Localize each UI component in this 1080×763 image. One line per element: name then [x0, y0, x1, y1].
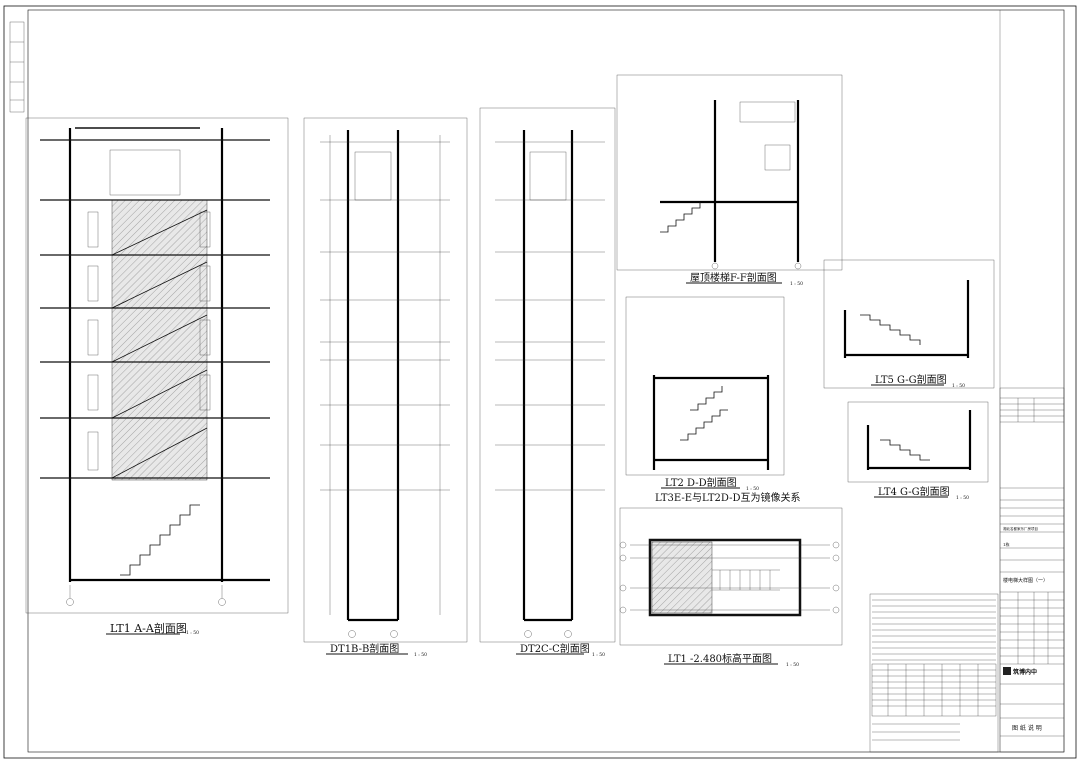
roof-ff-title: 屋顶楼梯F-F剖面图: [690, 271, 777, 284]
left-margin-strip: [9, 21, 25, 113]
title-block: 湘北名都家乐厂房项目 1栋 楼电梯大样图（一） 筑博内中 图 纸 说 明: [999, 387, 1065, 753]
lt5-gg-section: [823, 259, 995, 389]
lt1-stair-flights: [111, 209, 208, 576]
lt1-aa-scale: 1 : 50: [186, 630, 199, 636]
dt1-bb-section: [303, 117, 468, 643]
lt2-dd-section: [625, 296, 785, 476]
lt1-plan: [619, 507, 843, 646]
lt4-gg-scale: 1 : 50: [956, 495, 969, 501]
lt4-gg-section: [847, 401, 989, 483]
company-logo-icon: [1003, 667, 1011, 675]
lt1-doors: [87, 211, 211, 471]
company-logo: 筑博内中: [1012, 668, 1037, 676]
lt1-aa-title: LT1 A-A剖面图: [110, 621, 187, 635]
lt1-floor-lines: [40, 139, 270, 479]
lt1-plan-scale: 1 : 50: [786, 662, 799, 668]
lt2-dd-title: LT2 D-D剖面图: [665, 476, 737, 489]
dt1-bb-title: DT1B-B剖面图: [330, 642, 399, 655]
drawing-title: 楼电梯大样图（一）: [1003, 577, 1048, 584]
lt2-dd-scale: 1 : 50: [746, 486, 759, 492]
dt2-cc-section: [479, 107, 616, 643]
lt5-gg-title: LT5 G-G剖面图: [875, 373, 947, 386]
lt4-gg-title: LT4 G-G剖面图: [878, 485, 950, 498]
dt2-cc-scale: 1 : 50: [592, 652, 605, 658]
notes-table: [869, 593, 999, 753]
lt5-gg-scale: 1 : 50: [952, 383, 965, 389]
lt1-grid-bubbles: [66, 585, 226, 606]
dt1-bb-scale: 1 : 50: [414, 652, 427, 658]
sheet-border: [3, 5, 1077, 759]
project-name: 湘北名都家乐厂房项目: [1003, 526, 1038, 531]
subproject-name: 1栋: [1003, 541, 1010, 547]
stamp-area: 图 纸 说 明: [1012, 724, 1042, 732]
mirror-note: LT3E-E与LT2D-D互为镜像关系: [655, 491, 800, 504]
lt1-plan-title: LT1 -2.480标高平面图: [668, 652, 772, 665]
roof-ff-section: [616, 74, 843, 271]
roof-ff-scale: 1 : 50: [790, 281, 803, 287]
lt1-aa-section: [25, 117, 289, 614]
dt2-cc-title: DT2C-C剖面图: [520, 642, 590, 655]
